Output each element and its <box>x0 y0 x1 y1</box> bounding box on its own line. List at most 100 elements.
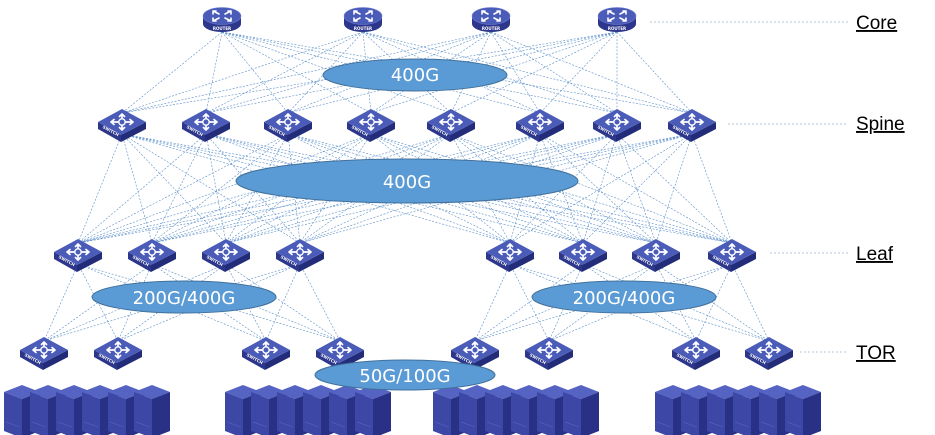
switch-icon[interactable]: SWITCH <box>316 337 364 370</box>
servers-layer <box>4 385 821 435</box>
device-label: ROUTER <box>482 26 500 31</box>
switch-icon[interactable]: SWITCH <box>708 239 756 272</box>
switch-icon[interactable]: SWITCH <box>182 109 230 142</box>
link-spine-leaf <box>616 133 733 244</box>
link-spine-leaf <box>121 133 153 244</box>
link-core-spine <box>221 31 541 114</box>
switch-icon[interactable]: SWITCH <box>276 239 324 272</box>
switch-icon[interactable]: SWITCH <box>516 109 564 142</box>
link-leaf-tor <box>117 263 227 342</box>
router-icon[interactable]: ROUTER <box>597 7 637 33</box>
link-spine-leaf <box>582 133 618 244</box>
switch-icon[interactable]: SWITCH <box>745 337 793 370</box>
bandwidth-core-spine: 400G <box>322 58 508 92</box>
server-icon[interactable] <box>563 385 599 435</box>
link-core-spine <box>121 31 223 114</box>
tier-label-core: Core <box>856 13 897 34</box>
link-core-spine <box>490 31 693 114</box>
switch-icon[interactable]: SWITCH <box>20 337 68 370</box>
tier-label-spine: Spine <box>856 114 905 135</box>
link-leaf-tor <box>695 263 733 342</box>
link-spine-leaf <box>655 133 693 244</box>
link-spine-leaf <box>509 133 693 244</box>
device-label: ROUTER <box>213 26 231 31</box>
switch-icon[interactable]: SWITCH <box>98 109 146 142</box>
link-core-spine <box>221 31 618 114</box>
link-core-spine <box>370 31 492 114</box>
link-core-spine <box>450 31 618 114</box>
link-leaf-tor <box>299 263 341 342</box>
link-core-spine <box>121 31 364 114</box>
link-spine-leaf <box>77 133 289 244</box>
bandwidth-label: 200G/400G <box>133 288 236 309</box>
switch-icon[interactable]: SWITCH <box>486 239 534 272</box>
router-icon[interactable]: ROUTER <box>202 7 242 33</box>
switch-icon[interactable]: SWITCH <box>94 337 142 370</box>
link-core-spine <box>370 31 618 114</box>
link-core-spine <box>450 31 492 114</box>
server-rack <box>225 385 391 435</box>
server-icon[interactable] <box>785 385 821 435</box>
link-core-spine <box>362 31 541 114</box>
bandwidth-label: 400G <box>383 172 431 193</box>
link-spine-leaf <box>370 133 657 244</box>
link-core-spine <box>121 31 618 114</box>
switch-icon[interactable]: SWITCH <box>54 239 102 272</box>
link-spine-leaf <box>299 133 372 244</box>
link-spine-leaf <box>287 133 657 244</box>
link-spine-leaf <box>225 133 372 244</box>
link-spine-leaf <box>450 133 733 244</box>
router-icon[interactable]: ROUTER <box>343 7 383 33</box>
link-core-spine <box>362 31 372 114</box>
server-rack <box>4 385 170 435</box>
switch-icon[interactable]: SWITCH <box>128 239 176 272</box>
link-spine-leaf <box>151 133 289 244</box>
link-spine-leaf <box>77 133 207 244</box>
tier-label-tor: TOR <box>856 343 896 364</box>
switch-icon[interactable]: SWITCH <box>242 337 290 370</box>
link-spine-leaf <box>151 133 693 244</box>
link-spine-leaf <box>582 133 693 244</box>
switch-icon[interactable]: SWITCH <box>525 337 573 370</box>
server-rack <box>655 385 821 435</box>
link-spine-leaf <box>616 133 657 244</box>
link-spine-leaf <box>151 133 541 244</box>
link-core-spine <box>205 31 364 114</box>
switch-icon[interactable]: SWITCH <box>559 239 607 272</box>
tier-guide-lines <box>650 21 848 353</box>
link-core-spine <box>362 31 693 114</box>
link-spine-leaf <box>225 133 618 244</box>
switch-icon[interactable]: SWITCH <box>593 109 641 142</box>
switch-icon[interactable]: SWITCH <box>264 109 312 142</box>
link-spine-leaf <box>299 133 541 244</box>
server-icon[interactable] <box>134 385 170 435</box>
link-leaf-tor <box>474 263 511 342</box>
link-core-spine <box>221 31 452 114</box>
switch-icon[interactable]: SWITCH <box>668 109 716 142</box>
switch-icon[interactable]: SWITCH <box>632 239 680 272</box>
link-core-spine <box>616 31 693 114</box>
switch-icon[interactable]: SWITCH <box>202 239 250 272</box>
link-core-spine <box>287 31 364 114</box>
bandwidth-tor-server: 50G/100G <box>314 359 496 391</box>
switch-icon[interactable]: SWITCH <box>451 337 499 370</box>
bandwidth-leaf-tor-left: 200G/400G <box>91 280 277 314</box>
bandwidth-leaf-tor-right: 200G/400G <box>531 280 717 314</box>
device-label: ROUTER <box>608 26 626 31</box>
link-spine-leaf <box>287 133 301 244</box>
link-core-spine <box>539 31 618 114</box>
link-leaf-tor <box>731 263 770 342</box>
link-leaf-tor <box>655 263 770 342</box>
switch-icon[interactable]: SWITCH <box>672 337 720 370</box>
switch-icon[interactable]: SWITCH <box>427 109 475 142</box>
link-leaf-tor <box>265 263 301 342</box>
server-icon[interactable] <box>355 385 391 435</box>
router-icon[interactable]: ROUTER <box>471 7 511 33</box>
link-spine-leaf <box>77 133 123 244</box>
link-spine-leaf <box>121 133 227 244</box>
link-core-spine <box>205 31 223 114</box>
server-rack <box>433 385 599 435</box>
link-spine-leaf <box>205 133 227 244</box>
switch-icon[interactable]: SWITCH <box>347 109 395 142</box>
